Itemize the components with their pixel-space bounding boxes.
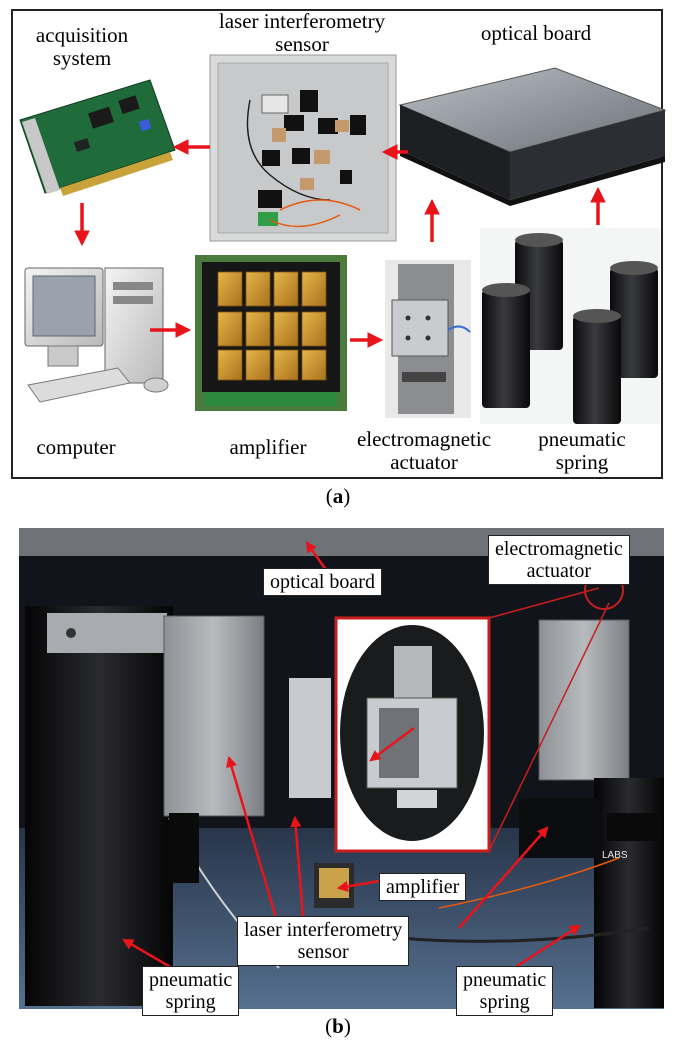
label-amplifier-text-a: amplifier (229, 435, 307, 459)
label-optical-text-a: optical board (480, 21, 592, 45)
flow-arrows-a (74, 139, 606, 348)
label-computer-text: computer (36, 435, 116, 459)
label-amplifier-b: amplifier (379, 873, 467, 901)
label-acquisition-text: acquisition system (35, 23, 129, 70)
label-pneumatic-left-b: pneumatic spring (142, 966, 240, 1016)
label-pneumatic-text-a: pneumatic spring (538, 427, 626, 474)
arrow-b-laser-right (458, 826, 549, 929)
label-laser-text-a: laser interferometry sensor (218, 9, 386, 56)
label-pneumatic-right-b: pneumatic spring (456, 966, 554, 1016)
labs-tag: LABS (602, 850, 628, 861)
label-laser-sensor-b: laser interferometry sensor (237, 916, 410, 966)
label-pneumatic-a: pneumatic spring (520, 428, 644, 474)
label-optical-board-a: optical board (456, 22, 616, 45)
computer-image (24, 267, 169, 403)
label-acquisition-system: acquisition system (14, 24, 150, 70)
arrow-b-laser-mid (290, 815, 306, 929)
arrow-b-spring-right (510, 924, 581, 972)
acquisition-card-image (19, 79, 176, 196)
label-actuator-a: electromagnetic actuator (338, 428, 510, 474)
caption-a: (a) (325, 484, 351, 508)
panel-a-graphics (19, 54, 667, 424)
amplifier-image (195, 255, 347, 411)
optical-board-image (398, 67, 667, 206)
label-pneumatic-left-text: pneumatic spring (149, 969, 233, 1013)
arrow-b-amplifier (336, 879, 380, 892)
label-actuator-text-a: electromagnetic actuator (356, 427, 492, 474)
label-actuator-b: electromagnetic actuator (488, 535, 630, 585)
label-pneumatic-right-text: pneumatic spring (463, 969, 547, 1013)
label-amplifier-a: amplifier (208, 436, 328, 459)
laser-sensor-box-image (209, 54, 397, 242)
arrow-b-laser-left (226, 755, 281, 929)
label-optical-board-b: optical board (263, 568, 382, 596)
label-laser-text-b: laser interferometry sensor (244, 919, 403, 963)
pneumatic-springs-image (480, 228, 660, 424)
label-optical-text-b: optical board (270, 571, 375, 593)
caption-a-letter: a (332, 484, 344, 508)
arrow-b-inset-actuator (369, 726, 415, 762)
actuator-image (385, 260, 471, 418)
caption-b-letter: b (332, 1014, 344, 1038)
label-computer: computer (16, 436, 136, 459)
label-actuator-text-b: electromagnetic actuator (495, 538, 623, 582)
label-amplifier-text-b: amplifier (386, 876, 460, 898)
label-laser-sensor-a: laser interferometry sensor (182, 10, 422, 56)
caption-b: (b) (325, 1014, 351, 1038)
